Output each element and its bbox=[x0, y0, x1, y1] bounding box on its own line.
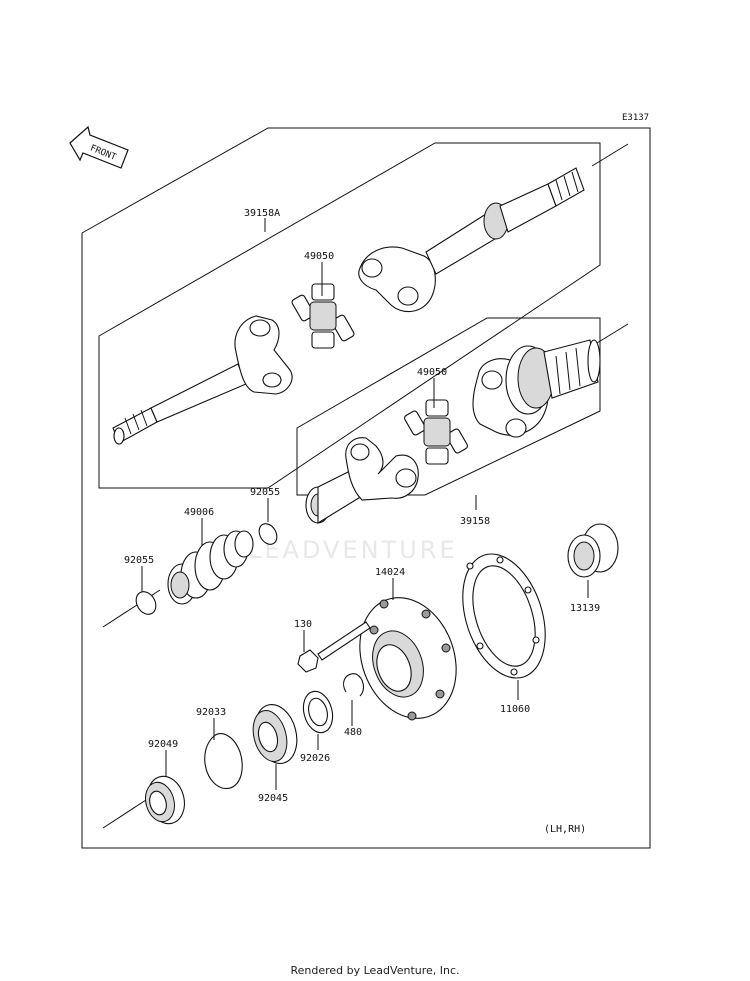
label-480: 480 bbox=[344, 727, 362, 738]
watermark: LEADVENTURE bbox=[248, 536, 458, 564]
flange-housing bbox=[359, 597, 457, 721]
snap-ring bbox=[204, 733, 243, 789]
label-92055-upper: 92055 bbox=[250, 487, 280, 498]
label-92033: 92033 bbox=[196, 707, 226, 718]
circlip bbox=[343, 673, 365, 697]
spacer bbox=[302, 690, 334, 734]
o-ring-upper bbox=[258, 523, 278, 545]
label-13139: 13139 bbox=[570, 603, 600, 614]
label-92049: 92049 bbox=[148, 739, 178, 750]
shaft-box-outer bbox=[98, 142, 601, 489]
gasket bbox=[462, 553, 546, 679]
shaft-box-inner bbox=[296, 317, 601, 496]
o-ring-left bbox=[135, 591, 157, 615]
label-49006: 49006 bbox=[184, 507, 214, 518]
universal-joint-lower bbox=[403, 399, 469, 465]
label-14024: 14024 bbox=[375, 567, 405, 578]
boot bbox=[167, 530, 254, 605]
main-frame bbox=[81, 127, 651, 849]
label-130: 130 bbox=[294, 619, 312, 630]
diagram-code: E3137 bbox=[622, 113, 649, 123]
label-49050-lower: 49050 bbox=[417, 367, 447, 378]
label-92045: 92045 bbox=[258, 793, 288, 804]
variant-note: (LH,RH) bbox=[544, 824, 586, 835]
leader-lines bbox=[141, 218, 589, 790]
bearing bbox=[252, 704, 298, 764]
footer-credit: Rendered by LeadVenture, Inc. bbox=[290, 964, 460, 977]
label-39158: 39158 bbox=[460, 516, 490, 527]
label-39158A: 39158A bbox=[244, 208, 280, 219]
oil-seal bbox=[145, 775, 186, 825]
label-11060: 11060 bbox=[500, 704, 530, 715]
universal-joint-upper bbox=[291, 283, 355, 349]
label-49050-upper: 49050 bbox=[304, 251, 334, 262]
bolt bbox=[297, 621, 371, 673]
label-92026: 92026 bbox=[300, 753, 330, 764]
inner-axle-shaft bbox=[305, 339, 601, 524]
front-arrow-icon: FRONT bbox=[69, 125, 129, 169]
label-92055-left: 92055 bbox=[124, 555, 154, 566]
collar bbox=[567, 523, 619, 578]
outer-axle-shaft bbox=[112, 167, 585, 445]
